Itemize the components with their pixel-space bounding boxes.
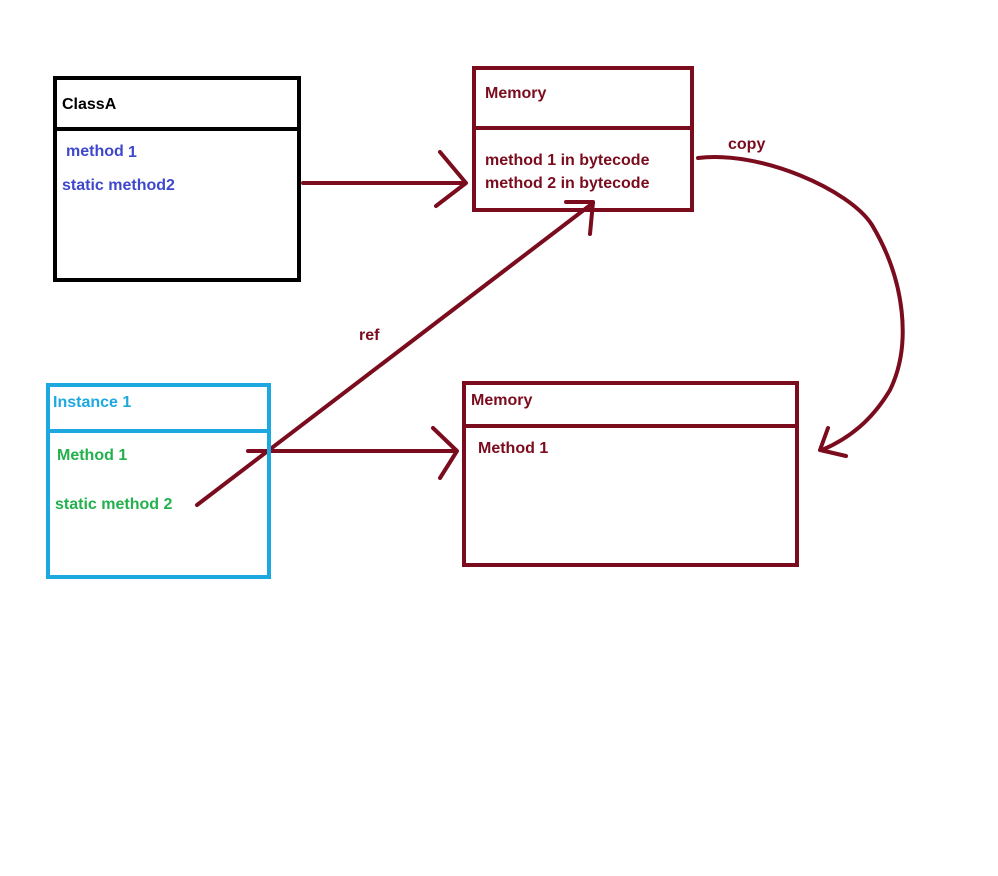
instance-method-1: Method 1 bbox=[57, 447, 128, 464]
memory-bottom-title: Memory bbox=[471, 392, 533, 409]
arrow-copy-curve bbox=[696, 155, 905, 452]
classa-method-1: method bbox=[66, 143, 124, 160]
ref-label: ref bbox=[359, 327, 380, 344]
instance-method-2: static method 2 bbox=[55, 496, 173, 513]
instance-divider bbox=[50, 429, 267, 433]
arrowhead-copy bbox=[818, 426, 848, 458]
classa-method-1-number: 1 bbox=[128, 144, 137, 161]
classa-divider bbox=[57, 127, 297, 131]
arrowhead-classa-to-memory bbox=[434, 150, 468, 208]
memory-top-line-1: method 1 in bytecode bbox=[485, 152, 650, 169]
instance-box bbox=[46, 383, 271, 579]
arrowhead-ref bbox=[564, 200, 595, 236]
arrowhead-instance-to-memory bbox=[431, 426, 459, 480]
classa-box bbox=[53, 76, 301, 282]
memory-top-title: Memory bbox=[485, 85, 547, 102]
memory-bottom-line-1: Method 1 bbox=[478, 440, 549, 457]
instance-title: Instance 1 bbox=[53, 394, 132, 411]
memory-bottom-divider bbox=[466, 424, 795, 428]
memory-top-box bbox=[472, 66, 694, 212]
memory-top-divider bbox=[476, 126, 690, 130]
classa-title: ClassA bbox=[62, 96, 117, 113]
copy-label: copy bbox=[728, 136, 766, 153]
memory-top-line-2: method 2 in bytecode bbox=[485, 175, 650, 192]
memory-bottom-box bbox=[462, 381, 799, 567]
classa-method-2: static method2 bbox=[62, 177, 175, 194]
arrow-ref-line bbox=[195, 201, 595, 507]
